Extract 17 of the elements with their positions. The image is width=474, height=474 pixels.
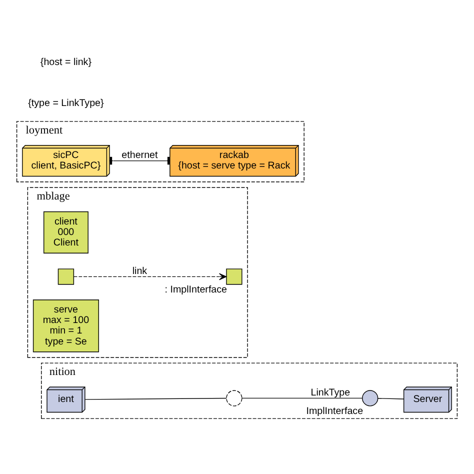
node-box (226, 268, 242, 285)
node-label: : ImplInterface (164, 284, 228, 296)
node-box: serve max = 100 min = 1 type = Se (32, 300, 99, 352)
node-circle (362, 390, 378, 406)
connector (242, 398, 362, 399)
connector (378, 398, 404, 400)
label: {host = link} (40, 57, 92, 68)
node-box (58, 268, 74, 285)
label: {type = LinkType} (28, 98, 104, 109)
node-arc (226, 390, 242, 406)
arrow (74, 273, 227, 280)
edge-label: LinkType (310, 388, 350, 399)
edge-label: link (132, 266, 148, 278)
edge-label: ethernet (122, 150, 158, 162)
node-box: client 000 Client (44, 211, 88, 254)
connector (84, 398, 227, 400)
node-label: ImplInterface (306, 406, 364, 417)
